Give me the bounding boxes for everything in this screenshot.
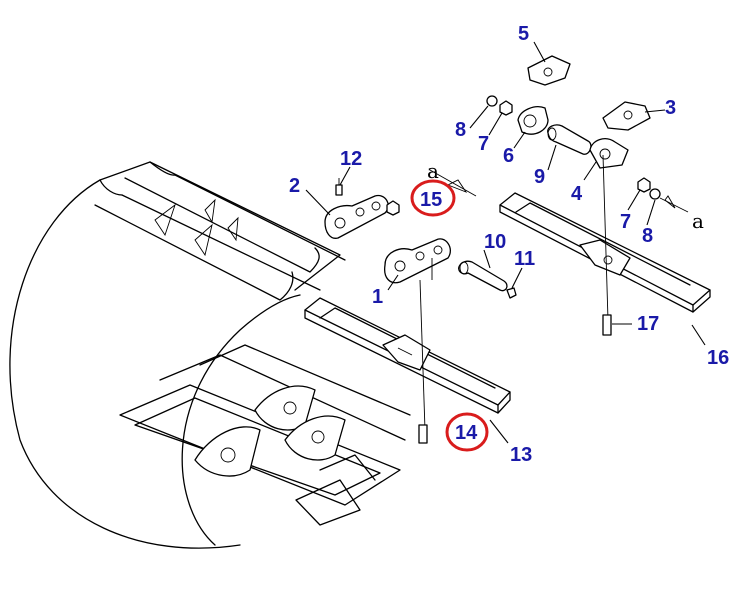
- washer-8-top: [486, 95, 498, 107]
- callout-15: 15: [420, 189, 442, 211]
- track-link-1: [384, 238, 451, 284]
- washer-8-right: [649, 188, 661, 200]
- callout-6: 6: [503, 145, 514, 167]
- callout-13: 13: [510, 444, 532, 466]
- bolt-17: [602, 154, 612, 336]
- nut-7-right: [637, 177, 651, 193]
- marker-a-upper: a: [427, 159, 439, 183]
- track-shoe-16: [499, 192, 711, 313]
- marker-a-right: a: [692, 209, 704, 233]
- highlight-ring-15: [410, 179, 456, 217]
- callout-12: 12: [340, 148, 362, 170]
- connection-lines: [429, 169, 689, 280]
- callout-16: 16: [707, 347, 729, 369]
- callout-8-top: 8: [455, 119, 466, 141]
- callout-3: 3: [665, 97, 676, 119]
- cap-11: [506, 287, 517, 299]
- pin-10: [458, 260, 508, 292]
- callout-7-right: 7: [620, 211, 631, 233]
- bolt-12: [335, 178, 343, 196]
- lower-track-shoes: [119, 344, 411, 526]
- master-link-6: [517, 106, 549, 135]
- callout-5: 5: [518, 23, 529, 45]
- callout-leaders: [305, 41, 706, 444]
- drum-body: [9, 161, 346, 549]
- track-link-2: [324, 194, 389, 239]
- callout-1: 1: [372, 286, 383, 308]
- callout-8-right: 8: [642, 225, 653, 247]
- callout-4: 4: [571, 183, 583, 205]
- highlight-ring-14: [445, 412, 489, 452]
- callout-17: 17: [637, 313, 659, 335]
- callout-9: 9: [534, 166, 545, 188]
- nut-15: [386, 200, 400, 216]
- callout-10: 10: [484, 231, 506, 253]
- callout-7-top: 7: [478, 133, 489, 155]
- link-4: [589, 138, 629, 169]
- link-3: [602, 101, 651, 131]
- callout-labels: 1 2 3 4 5 6 7 7 8 8 9 10 11 12 13 14 15 …: [289, 23, 729, 466]
- nut-7-top: [499, 100, 513, 116]
- bolt-14: [418, 279, 428, 444]
- callout-2: 2: [289, 175, 300, 197]
- callout-14: 14: [455, 422, 478, 444]
- callout-11: 11: [514, 248, 535, 270]
- link-5: [527, 55, 571, 86]
- track-shoe-13: [304, 297, 511, 414]
